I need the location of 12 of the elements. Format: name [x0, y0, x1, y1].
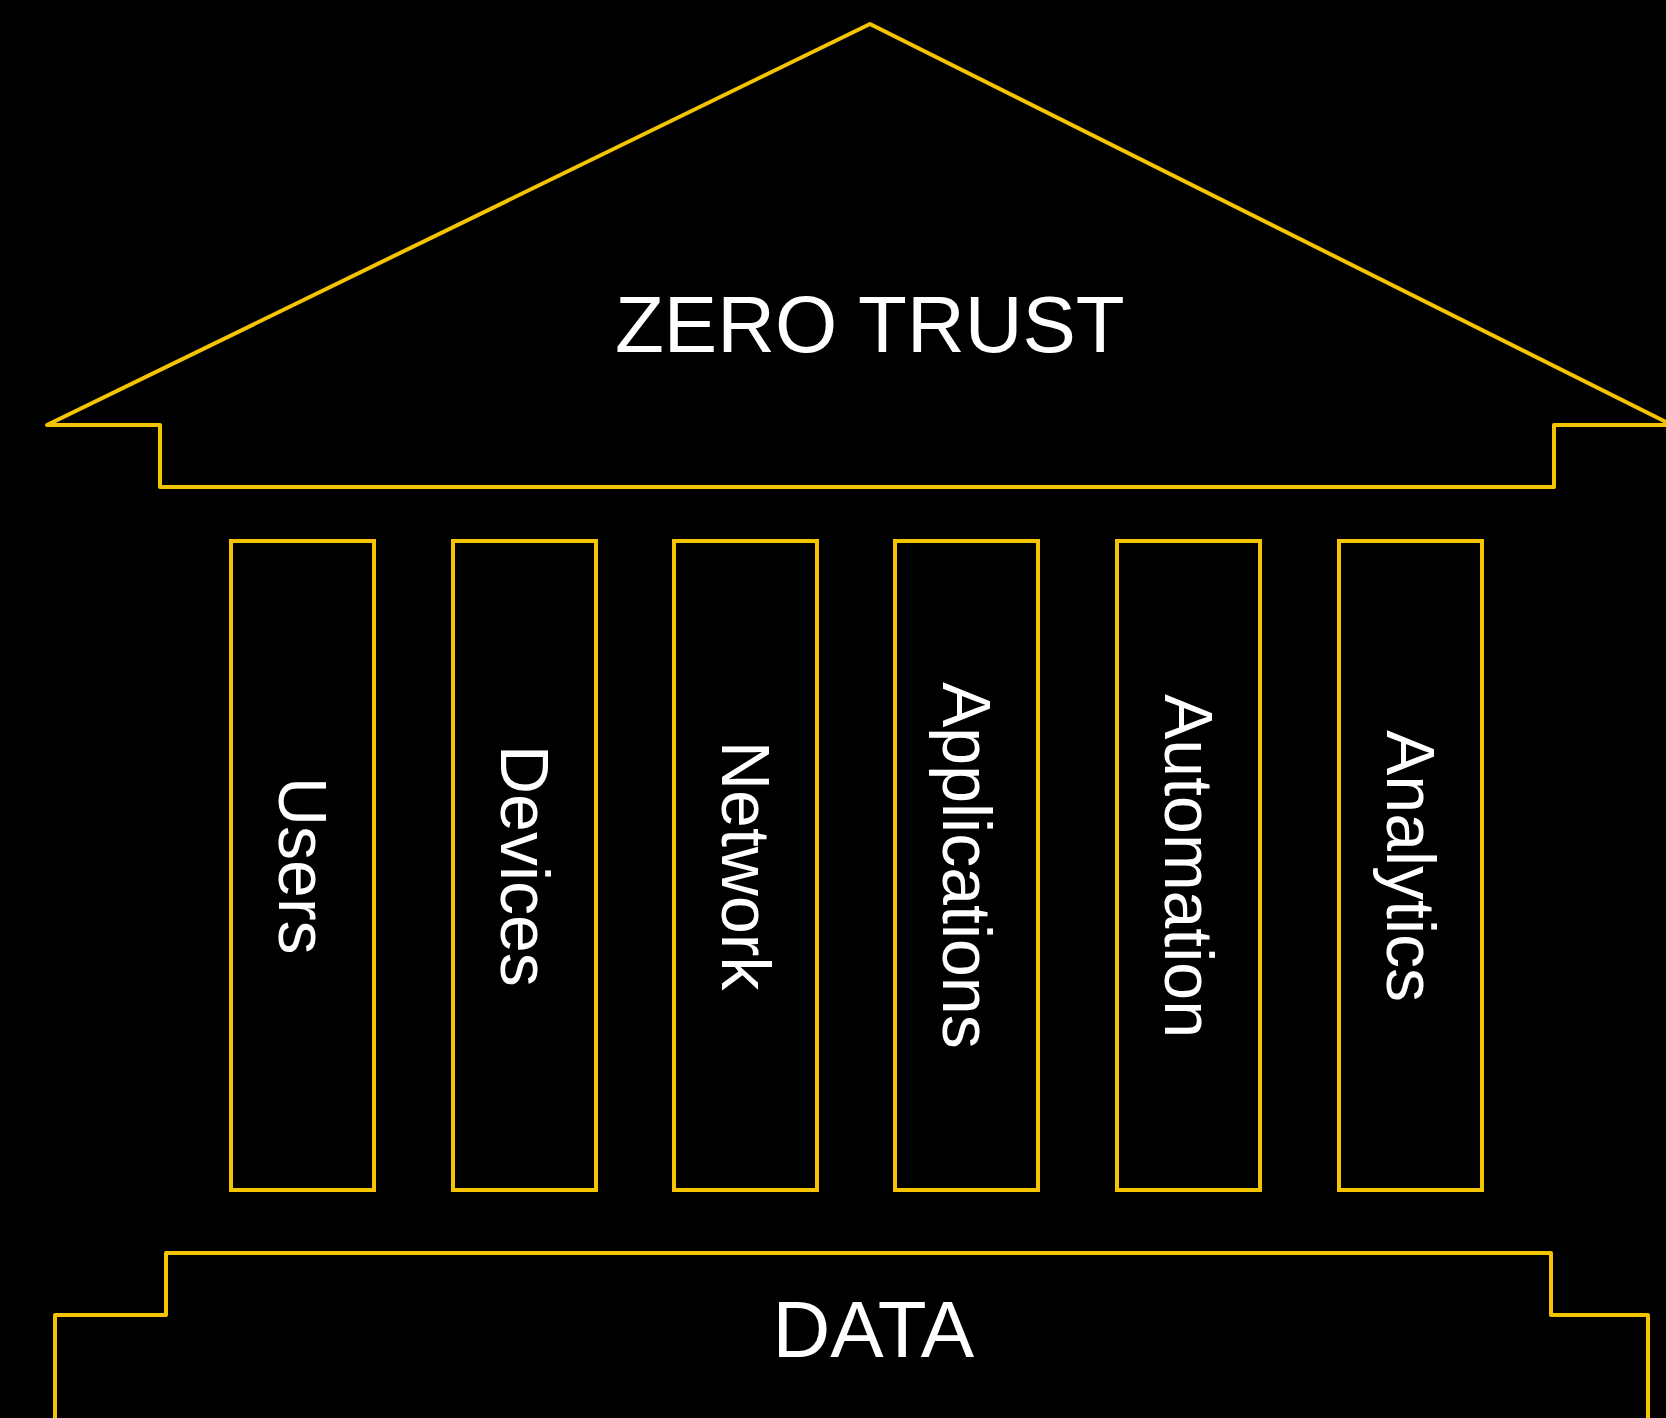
roof-title: ZERO TRUST [615, 285, 1125, 365]
pillar [672, 539, 819, 1192]
pillar-label: Network [711, 741, 780, 991]
pillar-label: Devices [490, 744, 559, 987]
pillar [1115, 539, 1262, 1192]
pillar-label: Automation [1154, 693, 1223, 1038]
base-label: DATA [772, 1290, 974, 1370]
pillar [893, 539, 1040, 1192]
pillar-label: Users [268, 776, 337, 955]
pillar [451, 539, 598, 1192]
pillar [229, 539, 376, 1192]
pillar [1337, 539, 1484, 1192]
